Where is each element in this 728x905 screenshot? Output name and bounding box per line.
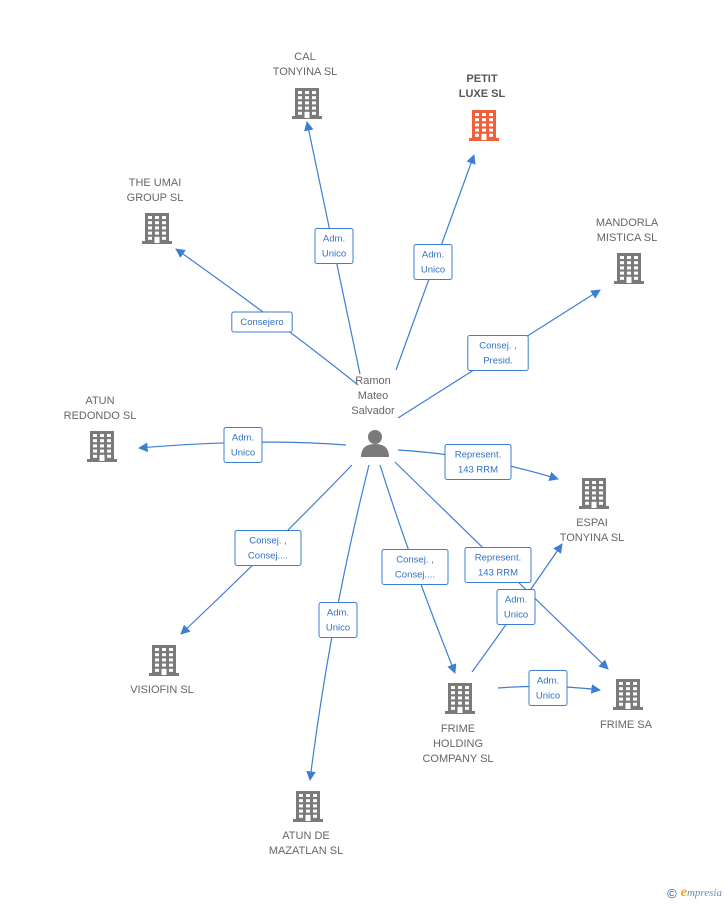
edge-label-text: Consejero [240,317,283,328]
edge-label-text: Consej. , [479,341,517,352]
node-label-line: MANDORLA [596,217,659,229]
edge-label-text: Adm. [422,250,444,261]
edge-label-text: Adm. [327,608,349,619]
node-label-line: ESPAI [576,517,608,529]
node-label-line: FRIME [441,723,475,735]
node-label-line: ATUN DE [282,830,329,842]
edge-label-text: Unico [322,249,346,260]
footer-brand[interactable]: © empresia [667,885,722,901]
edge-label-text: Consej. , [249,536,287,547]
node-label-line: COMPANY SL [422,753,493,765]
node-label-line: LUXE SL [459,88,506,100]
node-label-line: PETIT [466,73,497,85]
building-icon [613,679,643,710]
person-icon [361,430,389,457]
building-icon [292,88,322,119]
edge-label-text: Consej.... [395,570,435,581]
edge-label-text: Represent. [475,553,521,564]
edge-label-text: Unico [326,623,350,634]
node-label-line: THE UMAI [129,177,182,189]
edge-label-center-to-atunred[interactable]: Adm. Unico [223,427,263,463]
edge-label-text: Unico [504,610,528,621]
node-company-cal[interactable]: CAL TONYINA SL [273,51,338,119]
node-label-line: TONYINA SL [560,532,625,544]
node-company-espai[interactable]: ESPAI TONYINA SL [560,478,625,544]
node-label-line: GROUP SL [127,192,184,204]
node-company-umai[interactable]: THE UMAI GROUP SL [127,177,184,244]
edge-label-text: Unico [231,448,255,459]
node-label-line: FRIME SA [600,719,653,731]
node-company-mandorla[interactable]: MANDORLA MISTICA SL [596,217,659,284]
edge-label-center-to-mazatlan[interactable]: Adm. Unico [318,602,358,638]
edge-label-center-to-espai[interactable]: Represent. 143 RRM [444,444,512,480]
edge-label-center-to-cal[interactable]: Adm. Unico [314,228,354,264]
edge-label-text: 143 RRM [458,465,498,476]
edge-label-center-to-visiofin[interactable]: Consej. , Consej.... [234,530,302,566]
edge-label-frimeholding-to-frimesa[interactable]: Adm. Unico [528,670,568,706]
edge-label-text: Presid. [483,356,513,367]
edge-label-center-to-frimeholding[interactable]: Consej. , Consej.... [381,549,449,585]
node-label-line: Salvador [351,405,395,417]
edge-label-center-to-umai[interactable]: Consejero [231,311,293,333]
edge-label-text: 143 RRM [478,568,518,579]
edge-label-text: Consej. , [396,555,434,566]
edge-label-text: Adm. [537,676,559,687]
node-label-line: REDONDO SL [64,410,137,422]
node-company-petit[interactable]: PETIT LUXE SL [459,73,506,141]
edge-label-text: Adm. [323,234,345,245]
building-icon [469,110,499,141]
node-company-frimeholding[interactable]: FRIME HOLDING COMPANY SL [422,683,494,765]
edge-label-text: Adm. [505,595,527,606]
building-icon [293,791,323,822]
edge-label-frimeholding-to-espai[interactable]: Adm. Unico [496,589,536,625]
edge-label-center-to-mandorla[interactable]: Consej. , Presid. [467,335,529,371]
node-label-line: Mateo [358,390,389,402]
edge-label-center-to-frimesa[interactable]: Represent. 143 RRM [464,547,532,583]
building-icon [142,213,172,244]
edge-label-text: Unico [421,265,445,276]
node-company-visiofin[interactable]: VISIOFIN SL [130,645,194,696]
building-icon [445,683,475,714]
brand-logo: empresia [680,885,722,900]
node-label-line: Ramon [355,375,390,387]
node-label-line: MISTICA SL [597,232,658,244]
edge-label-text: Represent. [455,450,501,461]
copyright-icon: © [667,885,677,901]
node-company-atunred[interactable]: ATUN REDONDO SL [64,395,137,462]
node-label-line: VISIOFIN SL [130,684,194,696]
building-icon [87,431,117,462]
node-label-line: HOLDING [433,738,483,750]
edge-label-center-to-petit[interactable]: Adm. Unico [413,244,453,280]
node-company-frimesa[interactable]: FRIME SA [600,679,653,731]
edge-label-text: Unico [536,691,560,702]
building-icon [149,645,179,676]
building-icon [579,478,609,509]
edge-label-text: Adm. [232,433,254,444]
node-label-line: ATUN [85,395,114,407]
edge-label-text: Consej.... [248,551,288,562]
building-icon [614,253,644,284]
node-label-line: TONYINA SL [273,66,338,78]
node-label-line: CAL [294,51,315,63]
node-company-mazatlan[interactable]: ATUN DE MAZATLAN SL [269,791,343,857]
node-label-line: MAZATLAN SL [269,845,343,857]
